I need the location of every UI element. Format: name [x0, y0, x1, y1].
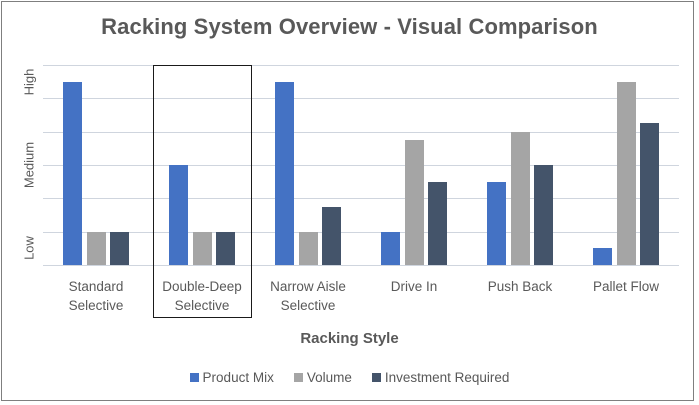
bar-volume[interactable] — [616, 81, 636, 265]
legend-swatch-icon — [371, 373, 381, 382]
legend-label: Volume — [306, 370, 352, 385]
y-tick-label-medium: Medium — [21, 141, 37, 189]
bar-investment-required[interactable] — [428, 181, 447, 265]
bar-investment-required[interactable] — [534, 165, 553, 265]
gridline — [43, 231, 679, 233]
bar-volume[interactable] — [298, 231, 318, 265]
legend-swatch-icon — [189, 373, 199, 382]
bar-volume[interactable] — [404, 140, 424, 265]
y-tick-label-high: High — [21, 68, 37, 96]
bar-investment-required[interactable] — [322, 206, 341, 265]
bar-investment-required[interactable] — [110, 231, 129, 265]
bar-volume[interactable] — [86, 231, 106, 265]
gridline — [43, 65, 679, 66]
x-axis-title: Racking Style — [300, 330, 399, 347]
bar-product-mix[interactable] — [381, 231, 400, 265]
legend-label: Investment Required — [384, 370, 510, 385]
x-tick-label: Drive In — [390, 279, 438, 294]
bar-investment-required[interactable] — [640, 123, 659, 265]
chart-title: Racking System Overview - Visual Compari… — [101, 14, 598, 39]
legend-item[interactable]: Product Mix — [189, 370, 274, 385]
bar-investment-required[interactable] — [216, 231, 235, 265]
bar-product-mix[interactable] — [169, 165, 188, 265]
gridline — [43, 265, 679, 266]
x-tick-label: Pallet Flow — [592, 279, 660, 294]
gridline — [43, 131, 679, 133]
legend-item[interactable]: Volume — [293, 370, 352, 385]
legend: Product Mix Volume Investment Required — [0, 370, 699, 385]
bar-product-mix[interactable] — [63, 81, 82, 265]
gridline — [43, 98, 679, 100]
legend-label: Product Mix — [202, 370, 274, 385]
gridline — [43, 198, 679, 200]
plot-area — [43, 65, 679, 266]
bar-product-mix[interactable] — [593, 248, 612, 265]
bar-product-mix[interactable] — [487, 181, 506, 265]
y-tick-label-low: Low — [21, 236, 37, 260]
chart-frame — [1, 1, 694, 401]
bar-product-mix[interactable] — [275, 81, 294, 265]
legend-swatch-icon — [293, 373, 303, 382]
legend-item[interactable]: Investment Required — [371, 370, 510, 385]
x-tick-label: Push Back — [487, 279, 553, 294]
bar-volume[interactable] — [510, 131, 530, 265]
gridline — [43, 165, 679, 166]
bar-volume[interactable] — [192, 231, 212, 265]
